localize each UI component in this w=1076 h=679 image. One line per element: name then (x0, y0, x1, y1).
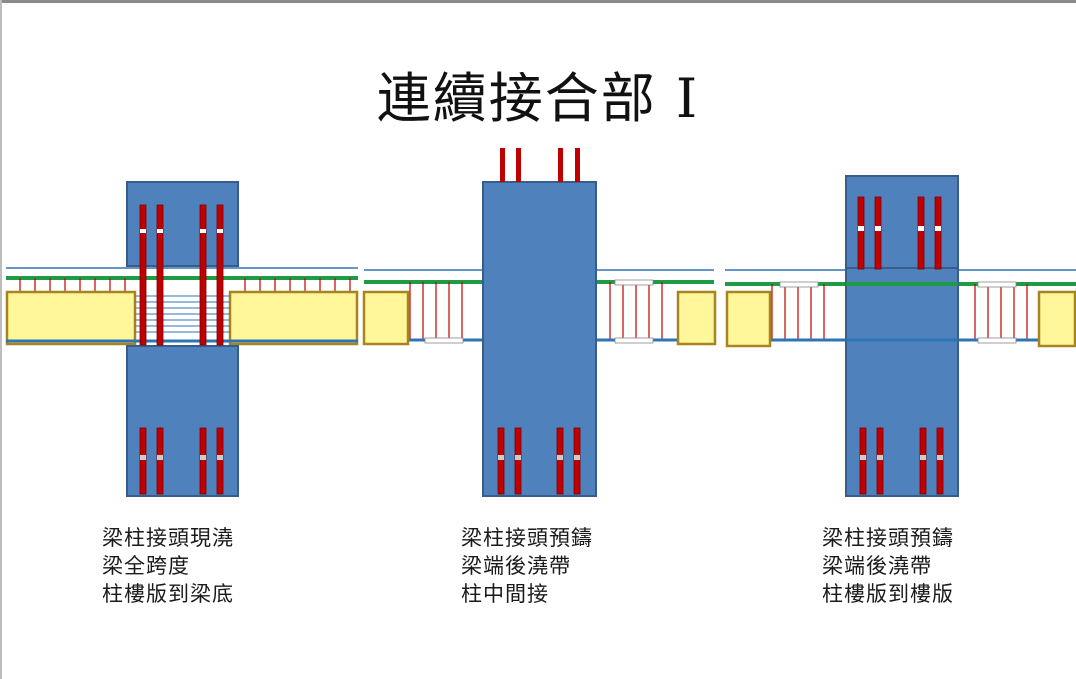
splice-sleeve (614, 279, 654, 286)
column-rebars-upper (857, 196, 942, 270)
caption-line: 梁柱接頭預鑄 (822, 526, 954, 550)
beam-block-left (5, 290, 137, 346)
caption-line: 梁柱接頭現澆 (102, 526, 234, 550)
joint-diagram-3 (725, 175, 1076, 497)
splice-sleeve (779, 281, 819, 288)
beam-block-right (1037, 290, 1076, 348)
joint-diagram-2 (362, 148, 717, 497)
caption-line: 梁端後澆帶 (461, 554, 571, 578)
caption-panel-2: 梁柱接頭預鑄 梁端後澆帶 柱中間接 (461, 524, 593, 608)
caption-line: 柱樓版到梁底 (102, 582, 234, 606)
caption-panel-3: 梁柱接頭預鑄 梁端後澆帶 柱樓版到樓版 (822, 524, 954, 608)
column-rebars-continuous (139, 204, 224, 346)
column-rebars-top (500, 148, 580, 182)
caption-line: 梁端後澆帶 (822, 554, 932, 578)
splice-sleeve (977, 281, 1017, 288)
beam-block-right (228, 290, 359, 346)
caption-line: 柱中間接 (461, 582, 549, 606)
stirrups (409, 282, 663, 340)
beam-block-right (676, 290, 717, 346)
slide-title: 連續接合部 I (376, 67, 700, 130)
splice-sleeve (977, 337, 1017, 344)
joint-diagram-1 (5, 181, 359, 497)
column-rebars-lower (859, 427, 944, 495)
caption-panel-1: 梁柱接頭現澆 梁全跨度 柱樓版到梁底 (102, 524, 234, 608)
caption-line: 梁全跨度 (102, 554, 190, 578)
caption-line: 梁柱接頭預鑄 (461, 526, 593, 550)
beam-block-left (362, 290, 410, 346)
column-rebars-lower (139, 427, 224, 495)
joint-rebar-grid (135, 295, 230, 333)
stirrups (771, 284, 1028, 340)
frame-left-border (0, 0, 2, 679)
stirrups-left (19, 278, 351, 292)
splice-sleeve (424, 337, 464, 344)
column-rebars-lower (497, 427, 581, 495)
splice-sleeve (614, 337, 654, 344)
caption-line: 柱樓版到樓版 (822, 582, 954, 606)
beam-block-left (725, 290, 772, 348)
frame-top-border (0, 0, 1076, 3)
